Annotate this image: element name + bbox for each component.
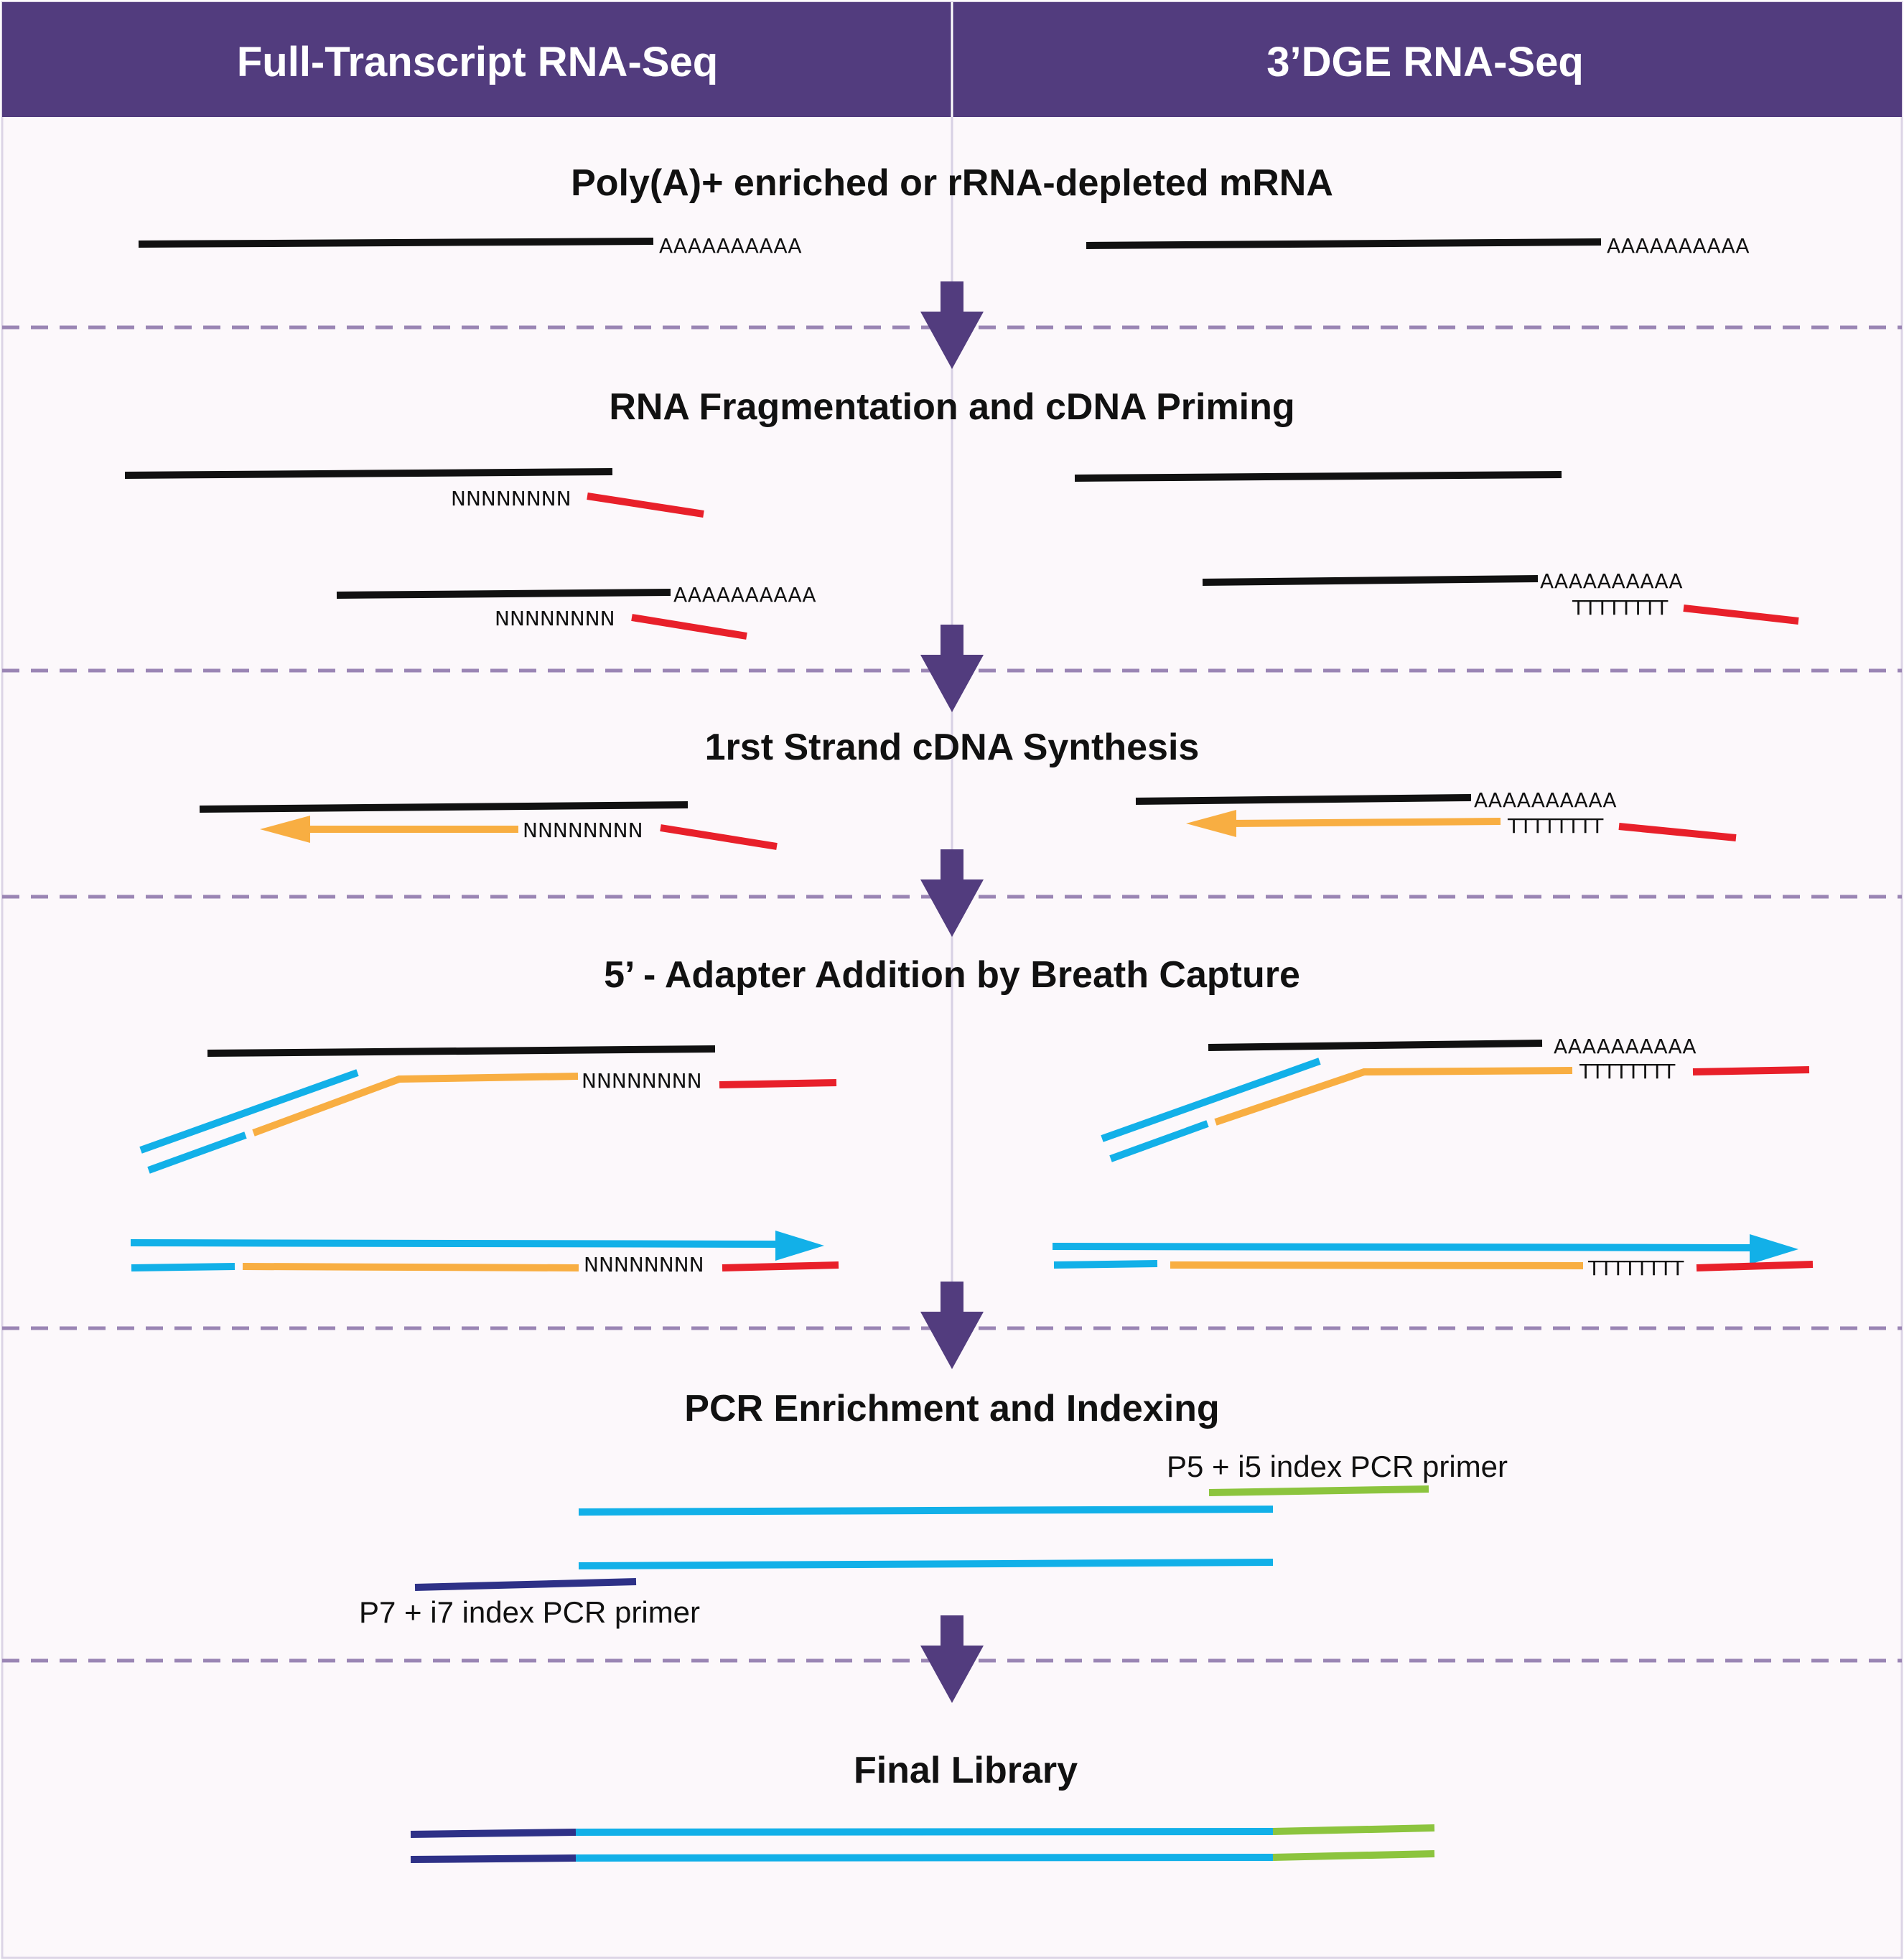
extension-arrowhead-icon bbox=[1750, 1234, 1798, 1264]
step-title-pcr: PCR Enrichment and Indexing bbox=[684, 1388, 1219, 1429]
final-library-p5 bbox=[1272, 1824, 1435, 1835]
first-strand-arrowhead-icon bbox=[260, 816, 310, 843]
random-primer-seq: NNNNNNNN bbox=[495, 607, 615, 630]
first-strand-arrowhead-icon bbox=[1186, 810, 1236, 837]
step-title-mrna: Poly(A)+ enriched or rRNA-depleted mRNA bbox=[571, 162, 1333, 204]
primer-tail bbox=[1618, 823, 1737, 841]
adapter-extension bbox=[130, 1239, 783, 1248]
down-arrow-icon bbox=[920, 1282, 984, 1369]
step-title-fragmentation: RNA Fragmentation and cDNA Priming bbox=[609, 386, 1294, 428]
oligo-dt-seq: TTTTTTTT bbox=[1579, 1060, 1676, 1083]
final-library-insert bbox=[575, 1828, 1274, 1836]
primer-tail bbox=[1692, 1066, 1810, 1075]
final-library-insert bbox=[575, 1854, 1274, 1862]
adapter-strand bbox=[131, 1263, 235, 1271]
p5-primer bbox=[1208, 1485, 1429, 1496]
poly-a-tail: AAAAAAAAAA bbox=[659, 234, 802, 258]
poly-a-tail: AAAAAAAAAA bbox=[1607, 234, 1750, 258]
first-strand-cdna bbox=[1227, 818, 1501, 827]
primer-tail bbox=[587, 493, 704, 518]
poly-a-tail: AAAAAAAAAA bbox=[1554, 1035, 1697, 1058]
header-right-title: 3’DGE RNA-Seq bbox=[1266, 39, 1584, 85]
adapter-strand bbox=[1109, 1120, 1209, 1162]
random-primer-seq: NNNNNNNN bbox=[451, 487, 571, 510]
adapter-extension bbox=[1052, 1243, 1753, 1251]
p5-primer-label: P5 + i5 index PCR primer bbox=[1167, 1450, 1508, 1483]
primer-tail bbox=[1696, 1261, 1814, 1271]
rna-fragment bbox=[336, 589, 671, 599]
down-arrow-icon bbox=[920, 625, 984, 712]
rna-fragment bbox=[1135, 794, 1472, 805]
extension-arrowhead-icon bbox=[775, 1231, 824, 1261]
p7-primer bbox=[414, 1578, 637, 1591]
oligo-dt-seq: TTTTTTTT bbox=[1587, 1256, 1684, 1280]
rna-fragment bbox=[1208, 1040, 1543, 1051]
adapter-strand bbox=[1053, 1260, 1158, 1269]
random-primer-seq: NNNNNNNN bbox=[523, 818, 643, 842]
down-arrow-icon bbox=[920, 849, 984, 937]
primer-tail bbox=[1683, 605, 1799, 625]
rna-fragment bbox=[1074, 471, 1562, 482]
down-arrow-icon bbox=[920, 281, 984, 369]
primer-tail bbox=[660, 824, 778, 850]
adapter-strand bbox=[1101, 1058, 1321, 1142]
rna-fragment bbox=[124, 468, 613, 479]
first-strand-cdna bbox=[1214, 1067, 1573, 1126]
poly-a-tail: AAAAAAAAAA bbox=[1540, 569, 1683, 593]
first-strand-cdna bbox=[1170, 1261, 1584, 1269]
poly-a-tail: AAAAAAAAAA bbox=[1474, 788, 1617, 812]
p7-primer-label: P7 + i7 index PCR primer bbox=[359, 1595, 700, 1629]
final-library-p5 bbox=[1272, 1850, 1435, 1861]
step-title-first-strand: 1rst Strand cDNA Synthesis bbox=[705, 727, 1200, 768]
rna-fragment bbox=[1202, 575, 1539, 586]
oligo-dt-seq: TTTTTTTT bbox=[1507, 814, 1604, 838]
random-primer-seq: NNNNNNNN bbox=[584, 1253, 704, 1277]
step-title-adapter-addition: 5’ - Adapter Addition by Breath Capture bbox=[604, 954, 1300, 996]
mrna-strand bbox=[138, 238, 654, 248]
mrna-strand bbox=[1086, 238, 1602, 249]
primer-tail bbox=[722, 1261, 839, 1271]
header-left-title: Full-Transcript RNA-Seq bbox=[237, 39, 718, 85]
first-strand-cdna bbox=[242, 1263, 579, 1271]
final-library-p7 bbox=[410, 1854, 577, 1863]
adapter-strand bbox=[147, 1131, 247, 1174]
rna-fragment bbox=[207, 1045, 716, 1057]
down-arrow-icon bbox=[920, 1615, 984, 1703]
adapter-strand bbox=[139, 1069, 359, 1154]
oligo-dt-seq: TTTTTTTT bbox=[1572, 596, 1669, 620]
random-primer-seq: NNNNNNNN bbox=[582, 1069, 702, 1093]
poly-a-tail: AAAAAAAAAA bbox=[673, 583, 816, 607]
first-strand-cdna bbox=[252, 1073, 579, 1137]
primer-tail bbox=[719, 1079, 837, 1088]
step-title-final-library: Final Library bbox=[854, 1750, 1078, 1791]
rna-fragment bbox=[199, 801, 689, 813]
final-library-p7 bbox=[410, 1829, 577, 1838]
library-strand bbox=[578, 1559, 1274, 1569]
primer-tail bbox=[631, 614, 747, 640]
library-strand bbox=[578, 1506, 1274, 1516]
